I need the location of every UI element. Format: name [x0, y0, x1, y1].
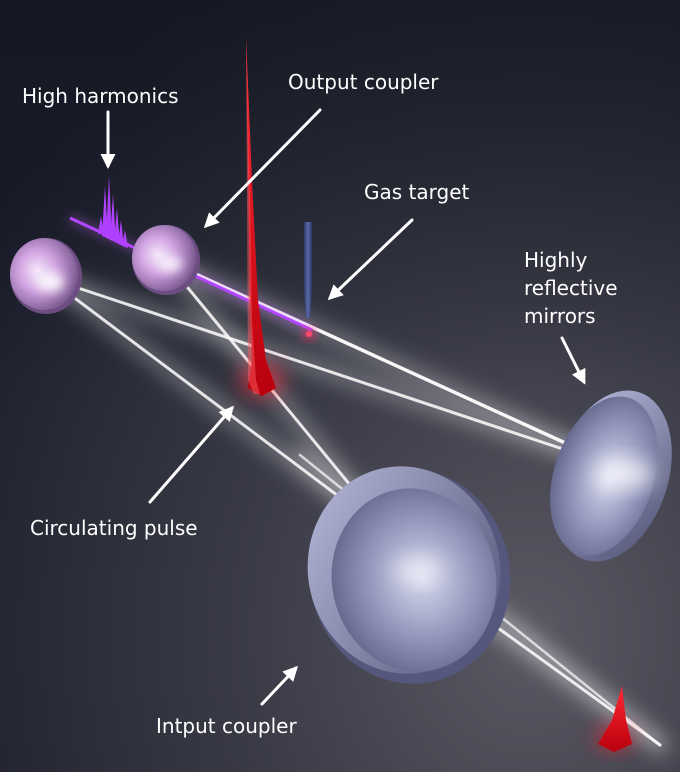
arrow-icon-mirrors — [560, 336, 586, 385]
arrow-icon-gas-target — [327, 218, 414, 301]
high-harmonics-spectrum — [98, 176, 128, 248]
input-pulse-icon — [596, 686, 632, 752]
label-mirrors-line-2: reflective — [524, 276, 618, 300]
small-mirror-1 — [10, 238, 82, 314]
label-mirrors-line-3: mirrors — [524, 304, 596, 328]
label-circulating-pulse: Circulating pulse — [30, 516, 198, 540]
label-mirrors-line-1: Highly — [524, 248, 588, 272]
highly-reflective-mirror-right — [550, 390, 672, 562]
label-high-harmonics: High harmonics — [22, 84, 179, 108]
circulating-pulse-icon — [240, 36, 284, 396]
input-coupler-mirror — [307, 466, 511, 684]
gas-nozzle-icon — [304, 222, 314, 339]
arrow-icon-input-coupler — [260, 665, 299, 706]
beam-small-mirror-1-to-right-mirror — [46, 276, 622, 470]
label-input-coupler: Intput coupler — [156, 714, 297, 738]
annotation-arrows — [100, 108, 586, 706]
label-gas-target: Gas target — [364, 180, 470, 204]
arrow-icon-output-coupler — [203, 108, 322, 229]
label-highly-reflective-mirrors: Highly reflective mirrors — [524, 246, 618, 330]
arrow-icon-circulating-pulse — [148, 405, 234, 504]
label-output-coupler: Output coupler — [288, 70, 439, 94]
output-coupler-mirror — [132, 225, 200, 295]
